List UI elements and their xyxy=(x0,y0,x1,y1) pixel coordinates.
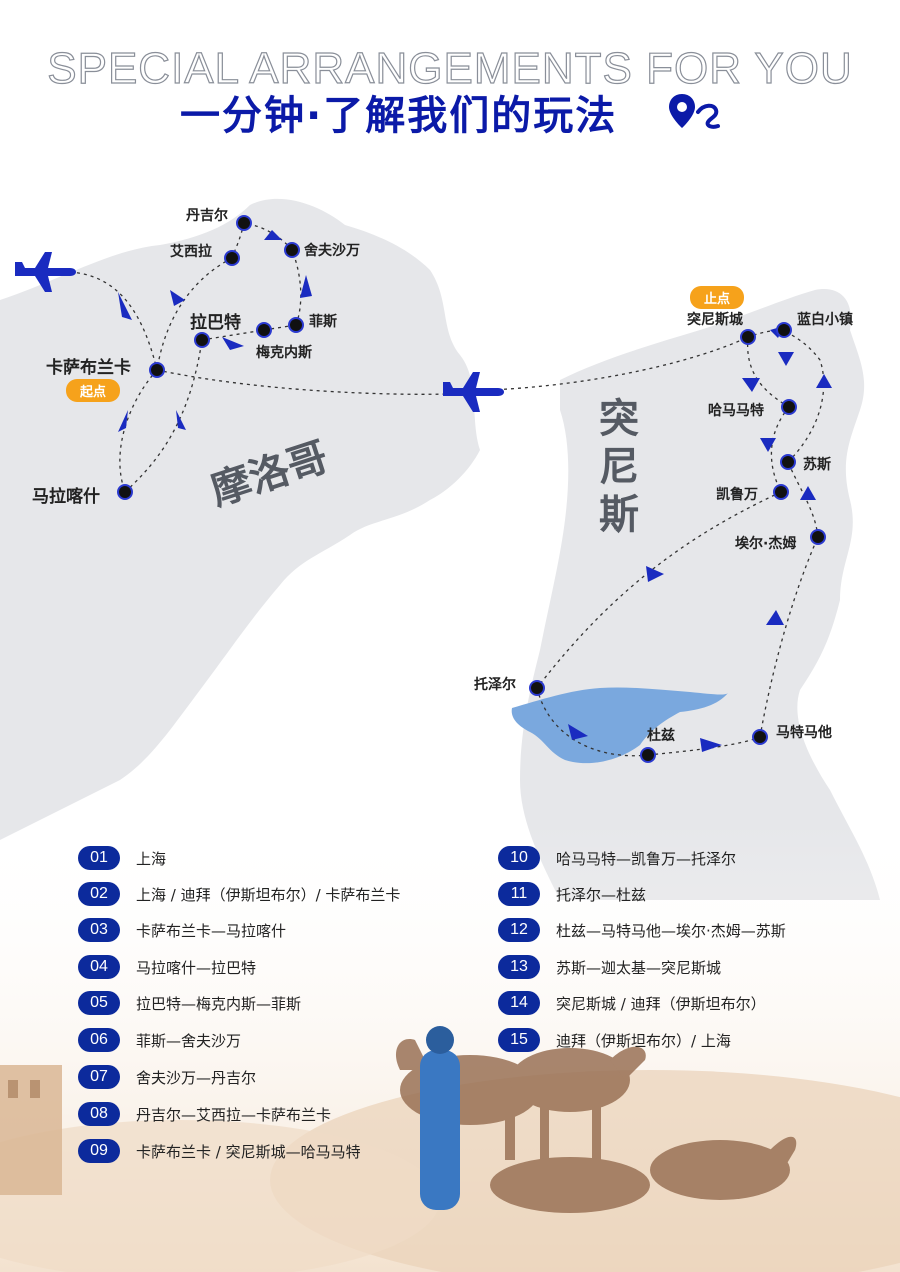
day-number: 09 xyxy=(78,1139,120,1163)
city-label-kairouan: 凯鲁万 xyxy=(716,487,758,503)
day-number: 03 xyxy=(78,918,120,942)
country-tunisia: 突尼斯 xyxy=(599,395,639,538)
itinerary-item: 15 迪拜（伊斯坦布尔）/ 上海 xyxy=(498,1027,731,1053)
itinerary-item: 07 舍夫沙万—丹吉尔 xyxy=(78,1064,256,1090)
city-label-tangier: 丹吉尔 xyxy=(186,208,228,224)
day-route: 迪拜（伊斯坦布尔）/ 上海 xyxy=(556,1031,731,1050)
itinerary-item: 04 马拉喀什—拉巴特 xyxy=(78,954,256,980)
day-route: 苏斯—迦太基—突尼斯城 xyxy=(556,958,722,977)
day-route: 突尼斯城 / 迪拜（伊斯坦布尔） xyxy=(556,994,766,1013)
itinerary-item: 11 托泽尔—杜兹 xyxy=(498,881,646,907)
page-title: 一分钟·了解我们的玩法 xyxy=(180,93,618,139)
day-route: 上海 / 迪拜（伊斯坦布尔）/ 卡萨布兰卡 xyxy=(136,885,401,904)
itinerary-item: 02 上海 / 迪拜（伊斯坦布尔）/ 卡萨布兰卡 xyxy=(78,881,400,907)
day-number: 14 xyxy=(498,991,540,1015)
day-route: 托泽尔—杜兹 xyxy=(556,885,647,904)
city-label-tozeur: 托泽尔 xyxy=(474,677,516,693)
morocco-land xyxy=(0,198,480,840)
city-label-sidi-bou-said: 蓝白小镇 xyxy=(797,312,853,328)
day-route: 卡萨布兰卡—马拉喀什 xyxy=(136,921,287,940)
day-route: 卡萨布兰卡 / 突尼斯城—哈马马特 xyxy=(136,1142,361,1161)
day-number: 02 xyxy=(78,882,120,906)
day-route: 舍夫沙万—丹吉尔 xyxy=(136,1068,257,1087)
person-figure xyxy=(420,1026,460,1210)
city-label-casablanca: 卡萨布兰卡 xyxy=(46,358,131,378)
itinerary-item: 01 上海 xyxy=(78,845,166,871)
city-label-chefchaouen: 舍夫沙万 xyxy=(304,243,360,259)
location-pin-icon xyxy=(669,94,720,129)
day-number: 15 xyxy=(498,1028,540,1052)
city-label-asilah: 艾西拉 xyxy=(170,244,212,260)
city-label-sousse: 苏斯 xyxy=(803,457,831,473)
city-label-tunis: 突尼斯城 xyxy=(687,312,743,328)
day-number: 11 xyxy=(498,882,540,906)
itinerary-item: 03 卡萨布兰卡—马拉喀什 xyxy=(78,917,286,943)
day-number: 05 xyxy=(78,991,120,1015)
day-route: 拉巴特—梅克内斯—菲斯 xyxy=(136,994,302,1013)
itinerary-item: 13 苏斯—迦太基—突尼斯城 xyxy=(498,954,721,980)
day-number: 07 xyxy=(78,1065,120,1089)
day-number: 04 xyxy=(78,955,120,979)
city-label-marrakech: 马拉喀什 xyxy=(32,487,100,507)
day-route: 上海 xyxy=(136,849,167,868)
city-label-matmata: 马特马他 xyxy=(776,725,832,741)
start-badge: 起点 xyxy=(66,379,121,402)
itinerary-item: 10 哈马马特—凯鲁万—托泽尔 xyxy=(498,845,736,871)
itinerary-item: 08 丹吉尔—艾西拉—卡萨布兰卡 xyxy=(78,1101,331,1127)
itinerary-item: 06 菲斯—舍夫沙万 xyxy=(78,1027,241,1053)
itinerary-item: 09 卡萨布兰卡 / 突尼斯城—哈马马特 xyxy=(78,1138,361,1164)
salt-lake xyxy=(511,687,728,764)
day-route: 杜兹—马特马他—埃尔·杰姆—苏斯 xyxy=(556,921,786,940)
itinerary-item: 12 杜兹—马特马他—埃尔·杰姆—苏斯 xyxy=(498,917,786,943)
day-number: 06 xyxy=(78,1028,120,1052)
city-label-meknes: 梅克内斯 xyxy=(256,345,312,361)
airplane-icon xyxy=(15,252,76,292)
day-route: 哈马马特—凯鲁万—托泽尔 xyxy=(556,849,737,868)
day-route: 丹吉尔—艾西拉—卡萨布兰卡 xyxy=(136,1105,332,1124)
itinerary-item: 14 突尼斯城 / 迪拜（伊斯坦布尔） xyxy=(498,990,766,1016)
day-route: 马拉喀什—拉巴特 xyxy=(136,958,257,977)
city-markers xyxy=(117,215,826,763)
airplane-icon xyxy=(443,372,504,412)
header-subtitle: SPECIAL ARRANGEMENTS FOR YOU xyxy=(47,43,853,93)
end-badge: 止点 xyxy=(690,286,745,309)
day-route: 菲斯—舍夫沙万 xyxy=(136,1031,242,1050)
city-label-el-jem: 埃尔·杰姆 xyxy=(735,536,797,552)
day-number: 10 xyxy=(498,846,540,870)
city-label-hammamet: 哈马马特 xyxy=(708,403,764,419)
day-number: 13 xyxy=(498,955,540,979)
city-label-rabat: 拉巴特 xyxy=(190,313,241,333)
city-label-douz: 杜兹 xyxy=(647,728,675,744)
itinerary-item: 05 拉巴特—梅克内斯—菲斯 xyxy=(78,990,301,1016)
day-number: 12 xyxy=(498,918,540,942)
day-number: 08 xyxy=(78,1102,120,1126)
day-number: 01 xyxy=(78,846,120,870)
city-label-fes: 菲斯 xyxy=(309,314,337,330)
direction-arrows xyxy=(118,230,832,752)
